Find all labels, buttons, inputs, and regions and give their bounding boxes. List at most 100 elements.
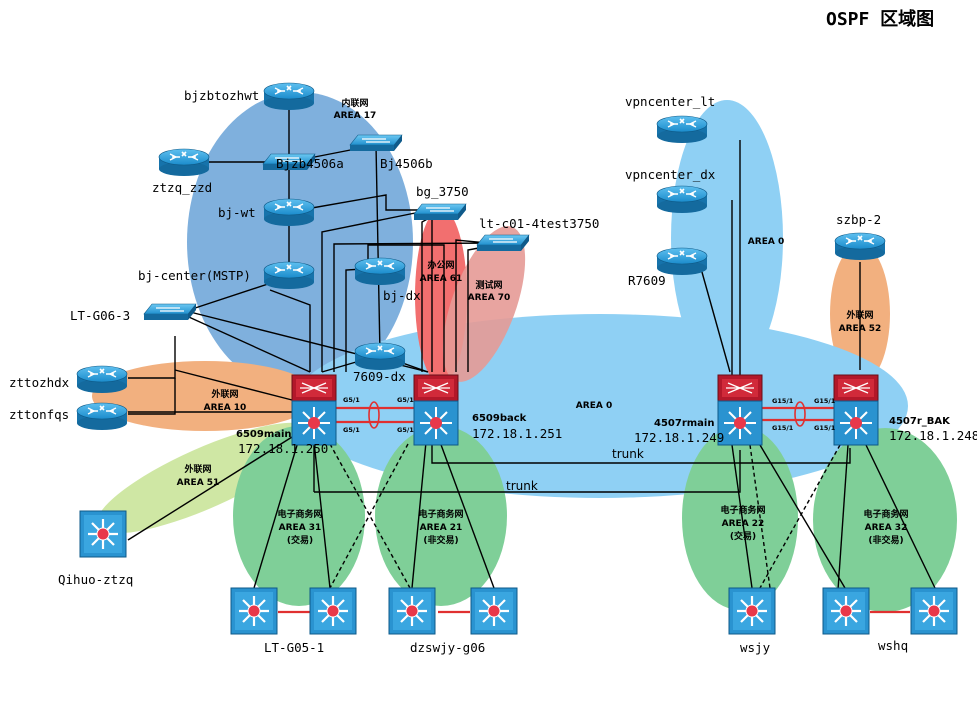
device-label-zttonfqs: zttonfqs xyxy=(9,407,69,422)
area-70-label: 测试网 xyxy=(475,279,502,291)
diagram-title: OSPF 区域图 xyxy=(826,8,934,30)
area-31-label: 电子商务网 xyxy=(277,508,322,520)
multilayer-switch-icon xyxy=(821,586,871,636)
device-label-bj-center: bj-center(MSTP) xyxy=(138,268,251,283)
multilayer-switch-icon xyxy=(308,586,358,636)
router-icon xyxy=(656,185,708,214)
device-ip-4507rmain: 172.18.1.249 xyxy=(634,430,724,445)
switch-icon xyxy=(143,303,197,321)
multilayer-switch-icon xyxy=(469,586,519,636)
multilayer-switch-icon xyxy=(229,586,279,636)
router-icon xyxy=(354,257,406,286)
device-label-bj-wt: bj-wt xyxy=(218,205,256,220)
device-label-wsjy: wsjy xyxy=(740,640,771,655)
port-label: G15/1 xyxy=(814,397,836,405)
device-label-4507r-bak: 4507r_BAK xyxy=(889,416,951,427)
area-0-vpn-shape xyxy=(671,100,783,376)
router-icon xyxy=(263,82,315,111)
port-label: G5/1 xyxy=(397,426,414,434)
device-label-szbp-2: szbp-2 xyxy=(836,212,881,227)
area-21-label: AREA 21 xyxy=(420,523,463,533)
device-label-7609-dx: 7609-dx xyxy=(353,369,406,384)
device-label-r7609: R7609 xyxy=(628,273,666,288)
area-32-label: (非交易) xyxy=(868,534,903,546)
area-61-label: AREA 61 xyxy=(420,274,463,284)
router-icon xyxy=(263,198,315,227)
area-labels: 内联网 AREA 17 办公网 AREA 61 测试网 AREA 70 外联网 … xyxy=(177,97,909,546)
area-22-label: 电子商务网 xyxy=(720,504,765,516)
area-0-vpn-label: AREA 0 xyxy=(748,237,784,247)
area-32-label: AREA 32 xyxy=(865,523,908,533)
area-52-label: 外联网 xyxy=(845,309,873,321)
area-70-shape xyxy=(442,226,526,382)
device-label-lt-g06-3: LT-G06-3 xyxy=(70,308,130,323)
router-icon xyxy=(76,402,128,431)
core-switch-icon xyxy=(717,374,763,446)
device-labels: bjzbtozhwt Bjzb4506a Bj4506b ztzq_zzd bj… xyxy=(9,88,977,655)
trunk-label: trunk xyxy=(612,447,644,461)
area-31-shape xyxy=(233,426,365,606)
device-label-vpncenter-dx: vpncenter_dx xyxy=(625,167,716,182)
area-10-label: 外联网 xyxy=(210,388,238,400)
multilayer-switch-icon xyxy=(78,509,128,559)
switch-icon xyxy=(349,134,403,152)
core-switch-icon xyxy=(413,374,459,446)
router-icon xyxy=(834,232,886,261)
device-ip-6509main: 172.18.1.250 xyxy=(238,441,328,456)
device-label-wshq: wshq xyxy=(878,638,908,653)
area-32-shape xyxy=(813,428,957,612)
area-22-shape xyxy=(682,426,798,610)
area-31-label: (交易) xyxy=(287,534,313,546)
router-icon xyxy=(263,261,315,290)
multilayer-switch-icon xyxy=(387,586,437,636)
dashed-links xyxy=(329,443,841,589)
device-label-bg-3750: bg_3750 xyxy=(416,184,469,199)
port-label: G5/1 xyxy=(343,396,360,404)
device-label-4507rmain: 4507rmain xyxy=(654,418,714,429)
device-label-vpncenter-lt: vpncenter_lt xyxy=(625,94,715,109)
device-label-lt-c01-4test3750: lt-c01-4test3750 xyxy=(479,216,599,231)
device-label-6509back: 6509back xyxy=(472,413,527,424)
port-labels: G5/1 G5/1 G5/1 G5/1 G15/1 G15/1 G15/1 G1… xyxy=(343,396,836,434)
device-label-zttozhdx: zttozhdx xyxy=(9,375,70,390)
area-22-label: (交易) xyxy=(730,530,756,542)
device-label-6509main: 6509main xyxy=(236,429,292,440)
area-32-label: 电子商务网 xyxy=(863,508,908,520)
router-icon xyxy=(354,342,406,371)
links xyxy=(127,95,936,591)
area-17-label: 内联网 xyxy=(341,97,368,109)
port-label: G15/1 xyxy=(814,424,836,432)
core-switch-icon xyxy=(291,374,337,446)
area-17-label: AREA 17 xyxy=(334,111,377,121)
multilayer-switch-icon xyxy=(727,586,777,636)
router-icon xyxy=(656,247,708,276)
multilayer-switch-icon xyxy=(909,586,959,636)
device-label-qihuo-ztzq: Qihuo-ztzq xyxy=(58,572,133,587)
area-51-label: 外联网 xyxy=(183,463,211,475)
area-10-label: AREA 10 xyxy=(204,403,247,413)
port-label: G15/1 xyxy=(772,424,794,432)
area-70-label: AREA 70 xyxy=(468,293,511,303)
area-21-shape xyxy=(375,426,507,606)
switch-icon xyxy=(413,203,467,221)
router-icon xyxy=(158,148,210,177)
device-label-bj-dx: bj-dx xyxy=(383,288,421,303)
area-51-label: AREA 51 xyxy=(177,478,220,488)
device-label-bjzb4506a: Bjzb4506a xyxy=(276,156,344,171)
area-17-shape xyxy=(187,92,413,392)
switch-icon xyxy=(476,234,530,252)
area-shapes xyxy=(92,92,957,612)
red-links xyxy=(278,401,910,614)
device-ip-4507r-bak: 172.18.1.248 xyxy=(889,428,977,443)
port-label: G5/1 xyxy=(397,396,414,404)
device-label-lt-g05-1: LT-G05-1 xyxy=(264,640,324,655)
area-21-label: (非交易) xyxy=(423,534,458,546)
area-21-label: 电子商务网 xyxy=(418,508,463,520)
device-label-bj4506b: Bj4506b xyxy=(380,156,433,171)
port-label: G15/1 xyxy=(772,397,794,405)
area-31-label: AREA 31 xyxy=(279,523,322,533)
device-label-bjzbtozhwt: bjzbtozhwt xyxy=(184,88,259,103)
core-switch-icon xyxy=(833,374,879,446)
area-0-core-label: AREA 0 xyxy=(576,401,612,411)
router-icon xyxy=(656,115,708,144)
